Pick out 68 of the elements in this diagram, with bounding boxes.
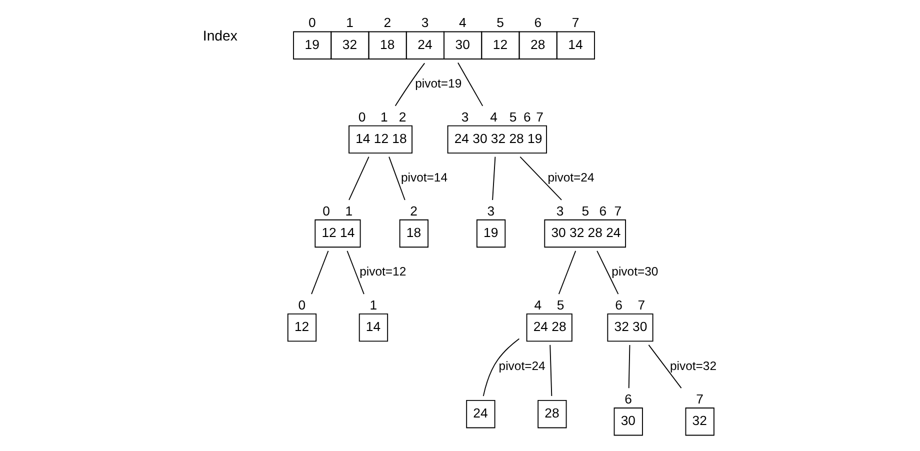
- node-box: 12: [287, 313, 317, 342]
- node-box: 24 30 32 28 19: [447, 125, 547, 154]
- node-label: 3: [421, 15, 429, 30]
- node-label: 1: [345, 203, 353, 218]
- node-label: 6: [624, 391, 632, 406]
- node-box: 30: [614, 408, 643, 436]
- node-box: 19: [476, 219, 506, 248]
- node-label: 6: [534, 15, 542, 30]
- connector: [394, 62, 426, 106]
- node-label: 0: [358, 109, 366, 124]
- node-label: 0: [298, 297, 306, 312]
- node-label: 2: [410, 203, 418, 218]
- node-label: 0: [308, 15, 316, 30]
- node-label: 3: [487, 203, 495, 218]
- node-box: 32 30: [607, 313, 654, 342]
- edge-label: pivot=19: [415, 76, 462, 91]
- node-label: 6: [615, 297, 623, 312]
- node-label: 5: [496, 15, 504, 30]
- node-box: 24: [466, 400, 496, 428]
- label: Index: [202, 28, 238, 44]
- connector: [348, 156, 370, 200]
- node-label: 1: [370, 297, 378, 312]
- node-label: 7: [572, 15, 580, 30]
- node-box: 14 12 18: [348, 125, 412, 154]
- node-box: 28: [538, 400, 567, 428]
- edge-label: pivot=24: [548, 170, 594, 185]
- node-label: 3: [556, 203, 564, 218]
- node-label: 2: [398, 109, 406, 124]
- node-label: 7: [614, 203, 622, 218]
- node-label: 7: [638, 297, 646, 312]
- node-label: 0: [322, 203, 330, 218]
- node-label: 2: [384, 15, 392, 30]
- node-label: 7: [696, 391, 704, 406]
- node-box: 18: [399, 219, 428, 248]
- node-label: 5: [509, 109, 517, 124]
- node-box: 14: [358, 313, 388, 342]
- edge-label: pivot=30: [612, 264, 658, 279]
- node-box: 12 14: [314, 219, 361, 248]
- connector: [492, 156, 496, 200]
- connector: [628, 344, 630, 389]
- node-label: 5: [582, 203, 590, 218]
- edge-label: pivot=32: [670, 358, 717, 373]
- edge-label: pivot=24: [498, 358, 546, 373]
- node-box: 24 28: [526, 313, 572, 342]
- edge-label: pivot=14: [400, 170, 448, 185]
- connector: [346, 250, 364, 295]
- connector: [520, 156, 562, 200]
- node-label: 4: [459, 15, 466, 30]
- node-label: 7: [536, 109, 544, 124]
- node-label: 6: [523, 109, 531, 124]
- connector: [558, 250, 576, 295]
- node-label: 1: [380, 109, 388, 124]
- connector: [311, 250, 329, 295]
- node-label: 1: [346, 15, 354, 30]
- node-label: 4: [534, 297, 542, 312]
- node-box: 30 32 28 24: [544, 219, 626, 248]
- connector: [550, 344, 552, 396]
- edge-label: pivot=12: [360, 264, 406, 279]
- node-label: 5: [556, 297, 564, 312]
- connector: [388, 156, 406, 200]
- connector: [482, 338, 520, 397]
- node-label: 6: [599, 203, 607, 218]
- node-box: 32: [685, 408, 714, 436]
- node-label: 4: [490, 109, 498, 124]
- node-label: 3: [461, 109, 469, 124]
- connector: [648, 344, 682, 389]
- connector: [596, 250, 619, 295]
- connector: [458, 62, 484, 106]
